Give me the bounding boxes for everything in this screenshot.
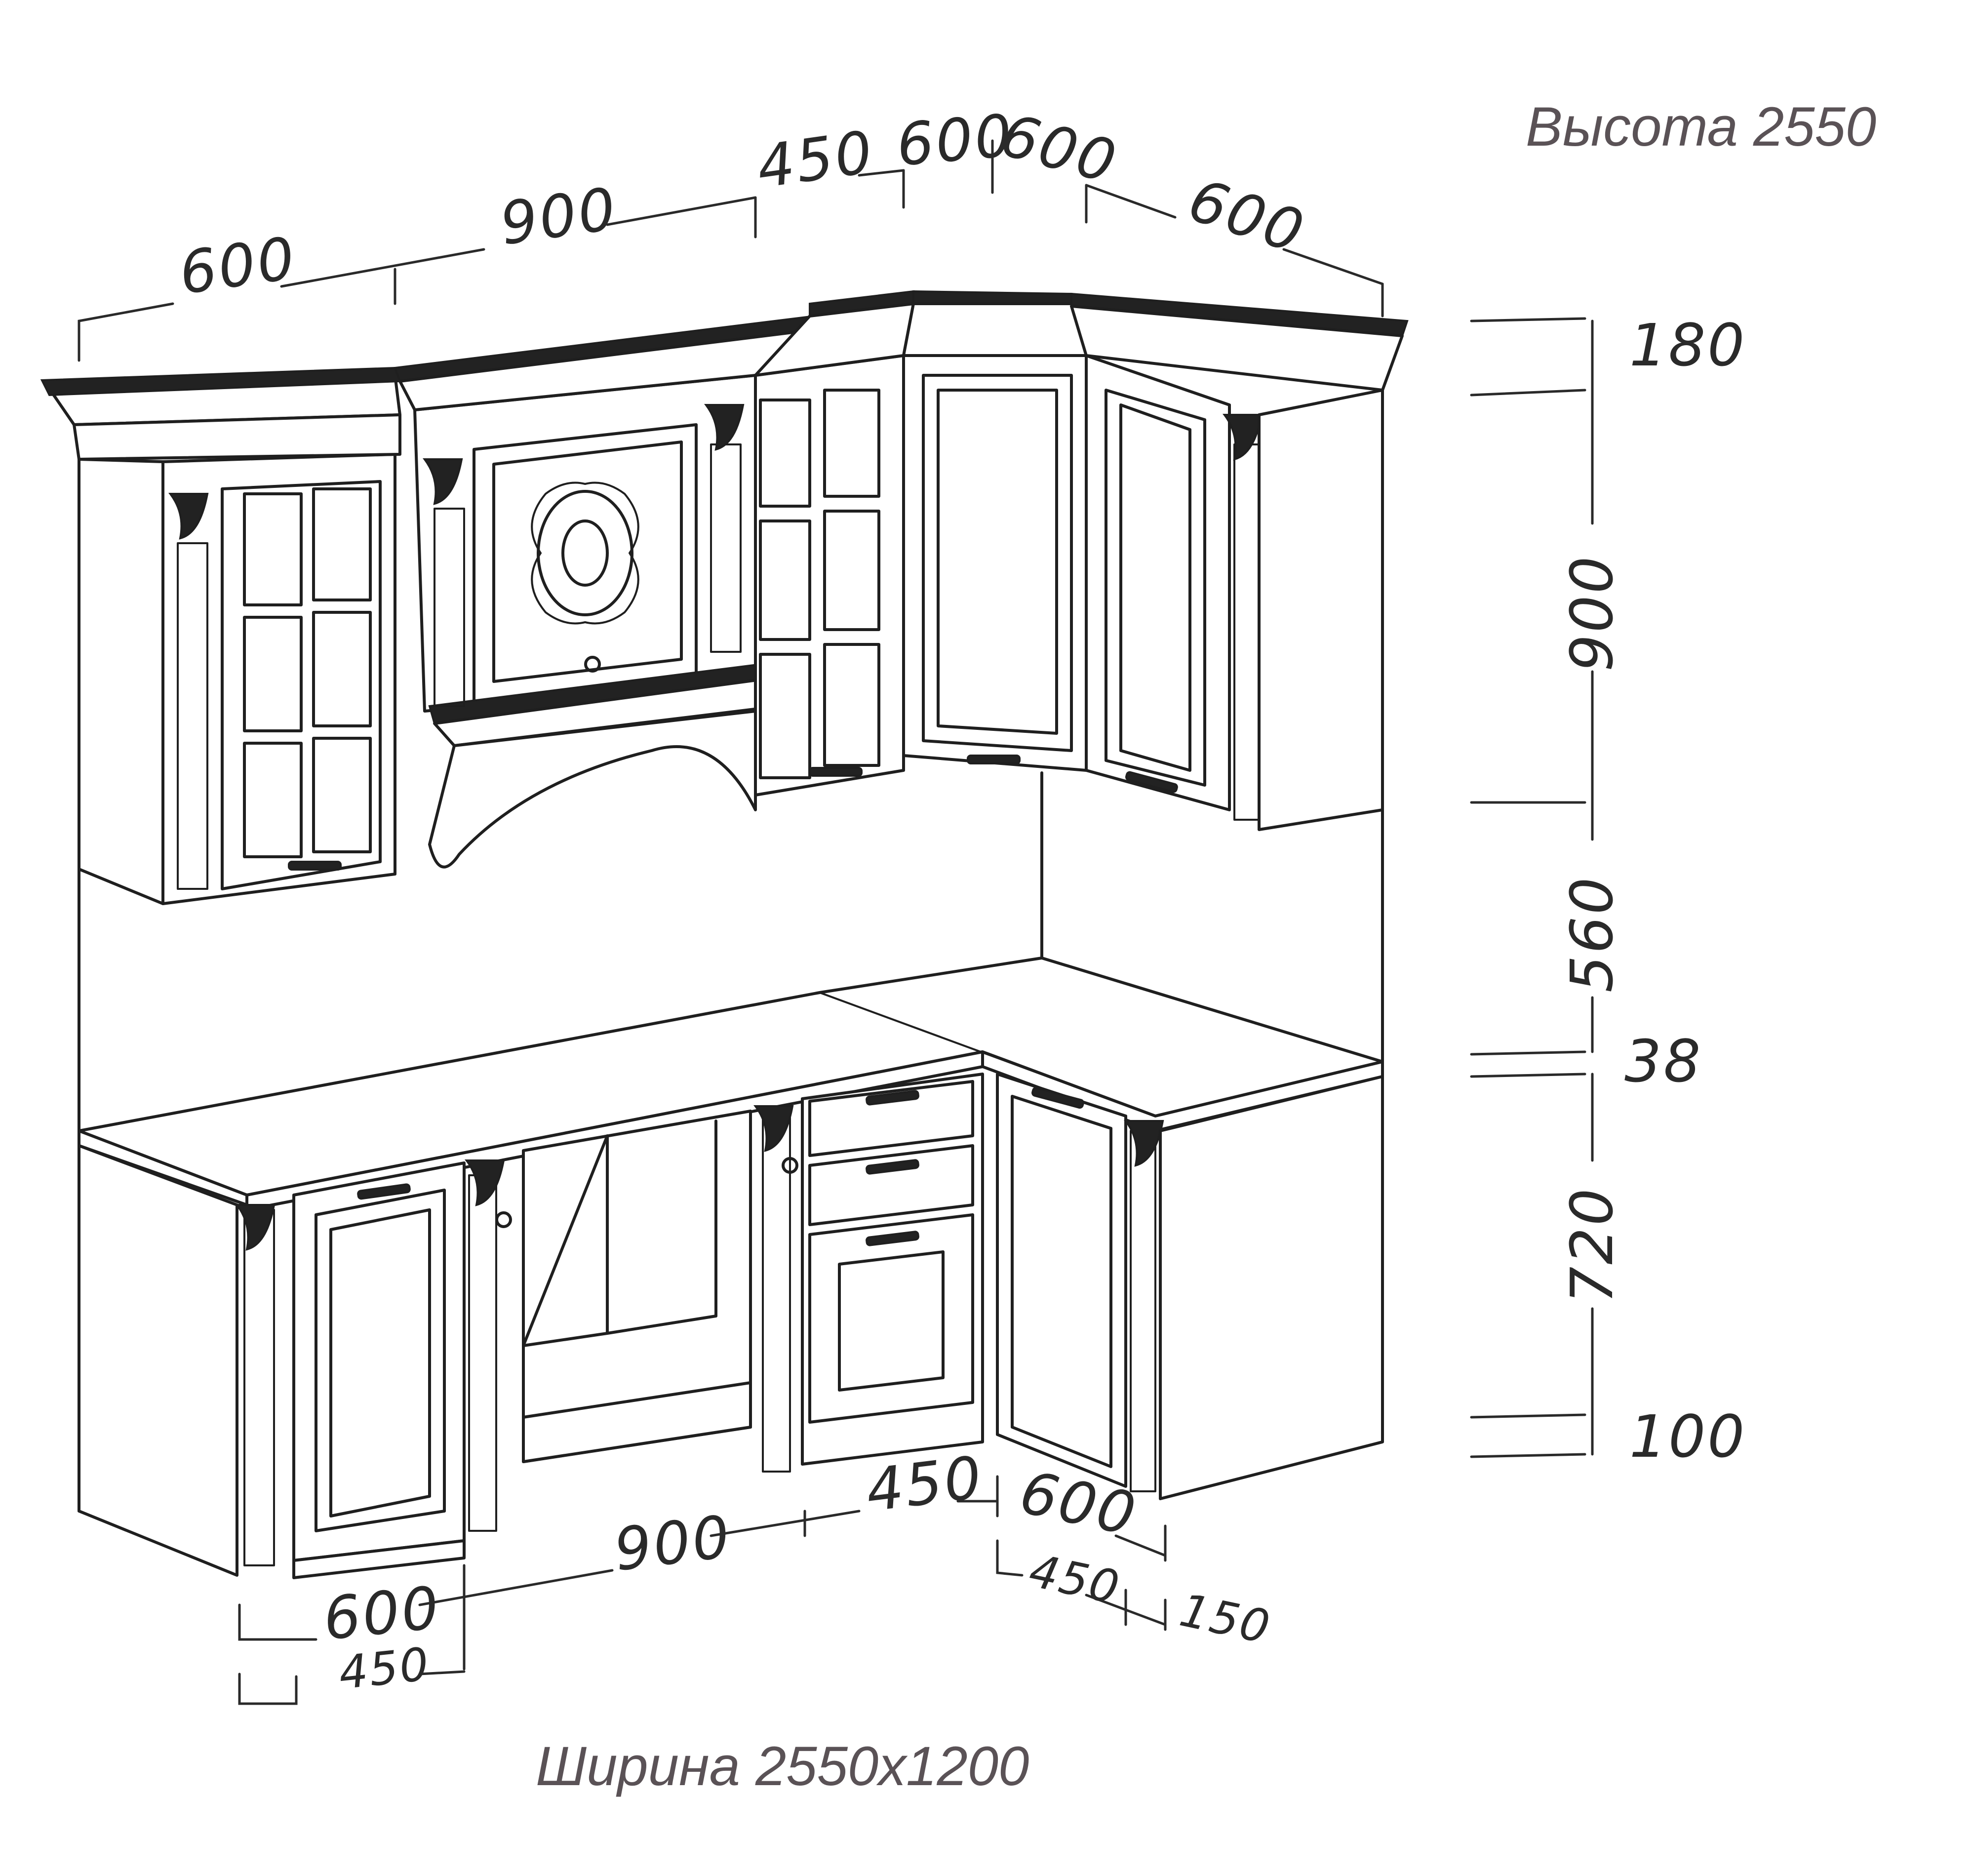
upper-corner-panel xyxy=(937,389,1058,735)
width-caption: Ширина 2550x1200 xyxy=(536,1735,1029,1797)
dimension-labels: 600 900 450 600 600 600 180 900 560 38 7… xyxy=(175,101,1746,1700)
upper-corner-front xyxy=(902,354,1088,772)
dim-bottom-150: 150 xyxy=(1175,1584,1275,1654)
dim-right-720: 720 xyxy=(1558,1187,1626,1304)
upper-corner-handle[interactable] xyxy=(967,755,1021,764)
drawer-3[interactable] xyxy=(808,1213,974,1424)
hood-knob[interactable] xyxy=(584,656,601,673)
dim-right-560: 560 xyxy=(1558,876,1626,993)
lower-right-end xyxy=(1159,1075,1384,1500)
cornice-corner-top xyxy=(912,290,1072,305)
lower-mid-knob[interactable] xyxy=(495,1211,512,1228)
dim-bottom-450-b: 450 xyxy=(863,1443,987,1525)
upper-right-pilaster xyxy=(1233,443,1260,821)
hood-panel xyxy=(473,423,698,703)
upper-corner-door xyxy=(922,374,1073,752)
lower-600-handle[interactable] xyxy=(357,1183,411,1200)
upper-right-panel-inner xyxy=(1119,403,1191,772)
lower-mid-pilaster xyxy=(468,1174,497,1532)
upper-left-pilaster xyxy=(177,542,208,890)
dim-top-900: 900 xyxy=(496,174,622,258)
drawer-3-handle[interactable] xyxy=(866,1231,919,1246)
lower-corner-handle[interactable] xyxy=(1031,1087,1084,1109)
dim-right-180: 180 xyxy=(1629,311,1746,379)
upper-450-glass-grid xyxy=(759,389,880,779)
lower-600-panel xyxy=(315,1189,446,1532)
hood-panel-inner xyxy=(492,440,683,683)
lower-left-corbel xyxy=(235,1204,276,1251)
drawer-2[interactable] xyxy=(808,1144,974,1226)
upper-left-side xyxy=(78,458,164,905)
cornice-right xyxy=(1070,305,1404,392)
drawer-3-panel xyxy=(838,1250,945,1392)
dim-top-600-a: 600 xyxy=(175,224,301,308)
hood-corbel-left xyxy=(423,458,463,505)
dim-bottom-900: 900 xyxy=(611,1502,735,1584)
upper-right-panel xyxy=(1105,389,1206,787)
hood-pilaster-left xyxy=(434,508,465,707)
upper-right-end xyxy=(1258,389,1384,831)
upper-right-door xyxy=(1085,354,1231,811)
drawer-2-handle[interactable] xyxy=(866,1159,919,1175)
dim-top-600-c: 600 xyxy=(994,101,1125,197)
oven-niche-back xyxy=(522,1134,609,1347)
upper-left-handle[interactable] xyxy=(288,861,342,871)
upper-450-handle[interactable] xyxy=(809,767,863,777)
dim-top-450: 450 xyxy=(753,118,878,201)
lower-oven-corbel xyxy=(753,1105,794,1152)
dim-bottom-450-c: 450 xyxy=(1025,1544,1125,1615)
upper-450-front xyxy=(754,354,905,797)
hood-corbel-right xyxy=(704,404,745,451)
drawer-1-handle[interactable] xyxy=(866,1090,919,1106)
lower-left-side xyxy=(78,1144,238,1577)
lower-600-panel-inner xyxy=(329,1208,431,1517)
upper-left-glass-grid xyxy=(243,487,372,858)
upper-left-corbel xyxy=(168,493,209,540)
dim-bottom-600-a: 600 xyxy=(320,1573,444,1653)
cornice-corner xyxy=(902,302,1088,357)
lower-600-door xyxy=(292,1161,466,1562)
dim-bottom-450-a: 450 xyxy=(336,1637,433,1700)
cornice-left-lower xyxy=(73,413,401,461)
lower-corner-door xyxy=(996,1073,1127,1488)
drawer-1[interactable] xyxy=(808,1080,974,1157)
dim-top-600-d: 600 xyxy=(1181,165,1313,267)
hood-canopy xyxy=(428,710,757,869)
dim-right-38: 38 xyxy=(1624,1027,1702,1095)
lower-mid-corbel xyxy=(465,1159,505,1206)
height-caption: Высота 2550 xyxy=(1526,96,1876,158)
oven-niche-base xyxy=(522,1381,752,1463)
lower-oven-knob[interactable] xyxy=(782,1157,798,1174)
dim-top-600-b: 600 xyxy=(894,101,1016,179)
drawer-stack xyxy=(801,1073,984,1466)
lower-left-pilaster xyxy=(243,1209,275,1566)
hood-ornament xyxy=(531,481,639,625)
lower-corner-panel xyxy=(1011,1095,1112,1468)
dim-right-100: 100 xyxy=(1629,1402,1746,1471)
lower-cabinets xyxy=(78,1073,1384,1579)
dimension-lines xyxy=(78,139,1594,1705)
lower-right-pilaster xyxy=(1130,1130,1156,1492)
upper-right-handle[interactable] xyxy=(1125,771,1178,793)
lower-600-plinth xyxy=(292,1539,466,1579)
dim-right-900: 900 xyxy=(1558,555,1626,672)
upper-cabinets xyxy=(40,290,1409,905)
